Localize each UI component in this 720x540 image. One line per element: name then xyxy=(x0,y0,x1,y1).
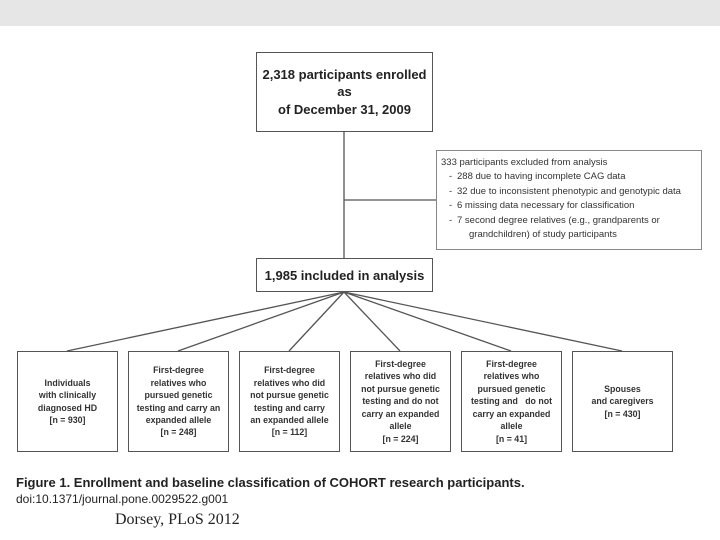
figure-caption: Figure 1. Enrollment and baseline classi… xyxy=(16,475,525,490)
category-line: diagnosed HD xyxy=(37,402,98,413)
excluded-reason-continuation: grandchildren) of study participants xyxy=(469,229,617,241)
included-label: 1,985 included in analysis xyxy=(264,267,425,283)
category-box-tested-expanded: First-degree relatives who pursued genet… xyxy=(128,351,229,452)
excluded-reason: 288 due to having incomplete CAG data xyxy=(441,170,695,185)
category-count: [n = 248] xyxy=(160,427,197,438)
category-count: [n = 41] xyxy=(495,433,528,444)
connector-to-category-5 xyxy=(343,291,512,352)
excluded-reason: 7 second degree relatives (e.g., grandpa… xyxy=(441,214,695,229)
category-line: relatives who xyxy=(150,377,207,388)
category-line: relatives who did xyxy=(253,377,326,388)
category-line: relatives who did xyxy=(364,371,437,382)
category-count: [n = 430] xyxy=(604,408,641,419)
category-line: and caregivers xyxy=(591,396,654,407)
category-count: [n = 112] xyxy=(271,427,308,438)
enrolled-line-2: of December 31, 2009 xyxy=(278,101,411,117)
category-line: First-degree xyxy=(264,365,315,376)
category-line: Spouses xyxy=(604,383,641,394)
category-count: [n = 930] xyxy=(49,414,86,425)
category-line: an expanded allele xyxy=(250,414,329,425)
category-box-spouses-caregivers: Spouses and caregivers [n = 430] xyxy=(572,351,673,452)
category-line: testing and carry an xyxy=(136,402,221,413)
citation: Dorsey, PLoS 2012 xyxy=(115,511,240,528)
enrolled-box: 2,318 participants enrolled as of Decemb… xyxy=(256,52,433,132)
category-box-untested-not-expanded: First-degree relatives who did not pursu… xyxy=(350,351,451,452)
category-line: expanded allele xyxy=(145,414,212,425)
top-bar xyxy=(0,0,720,26)
category-box-clinical-hd: Individuals with clinically diagnosed HD… xyxy=(17,351,118,452)
excluded-reasons-list: 288 due to having incomplete CAG data 32… xyxy=(441,170,695,242)
excluded-title: 333 participants excluded from analysis xyxy=(441,157,608,168)
category-line: testing and carry xyxy=(254,402,325,413)
category-line: First-degree xyxy=(375,359,426,370)
category-box-tested-not-expanded: First-degree relatives who pursued genet… xyxy=(461,351,562,452)
category-line: with clinically xyxy=(38,390,97,401)
connector-to-category-1 xyxy=(66,291,345,352)
category-line: First-degree xyxy=(486,359,537,370)
category-line: allele xyxy=(500,421,523,432)
excluded-reason: 6 missing data necessary for classificat… xyxy=(441,199,695,214)
connector-to-category-3 xyxy=(288,291,345,352)
category-line: testing and do not xyxy=(470,396,553,407)
category-line: First-degree xyxy=(153,365,204,376)
included-box: 1,985 included in analysis xyxy=(256,258,433,292)
connector-to-category-2 xyxy=(177,291,345,352)
category-line: pursued genetic xyxy=(144,390,213,401)
category-line: Individuals xyxy=(44,377,91,388)
category-line: allele xyxy=(389,421,412,432)
category-box-untested-expanded: First-degree relatives who did not pursu… xyxy=(239,351,340,452)
connector-to-category-4 xyxy=(343,291,401,352)
excluded-box: 333 participants excluded from analysis … xyxy=(436,150,702,250)
connector-to-category-6 xyxy=(343,291,623,352)
category-line: testing and do not xyxy=(362,396,439,407)
figure-doi: doi:10.1371/journal.pone.0029522.g001 xyxy=(16,492,229,506)
category-line: carry an expanded xyxy=(472,408,551,419)
category-line: pursued genetic xyxy=(477,383,546,394)
category-line: not pursue genetic xyxy=(250,390,329,401)
category-line: relatives who xyxy=(483,371,540,382)
category-line: carry an expanded xyxy=(361,408,440,419)
excluded-reason: 32 due to inconsistent phenotypic and ge… xyxy=(441,185,695,200)
category-line: not pursue genetic xyxy=(361,383,440,394)
enrolled-line-1: 2,318 participants enrolled as xyxy=(262,66,427,100)
category-count: [n = 224] xyxy=(382,433,419,444)
